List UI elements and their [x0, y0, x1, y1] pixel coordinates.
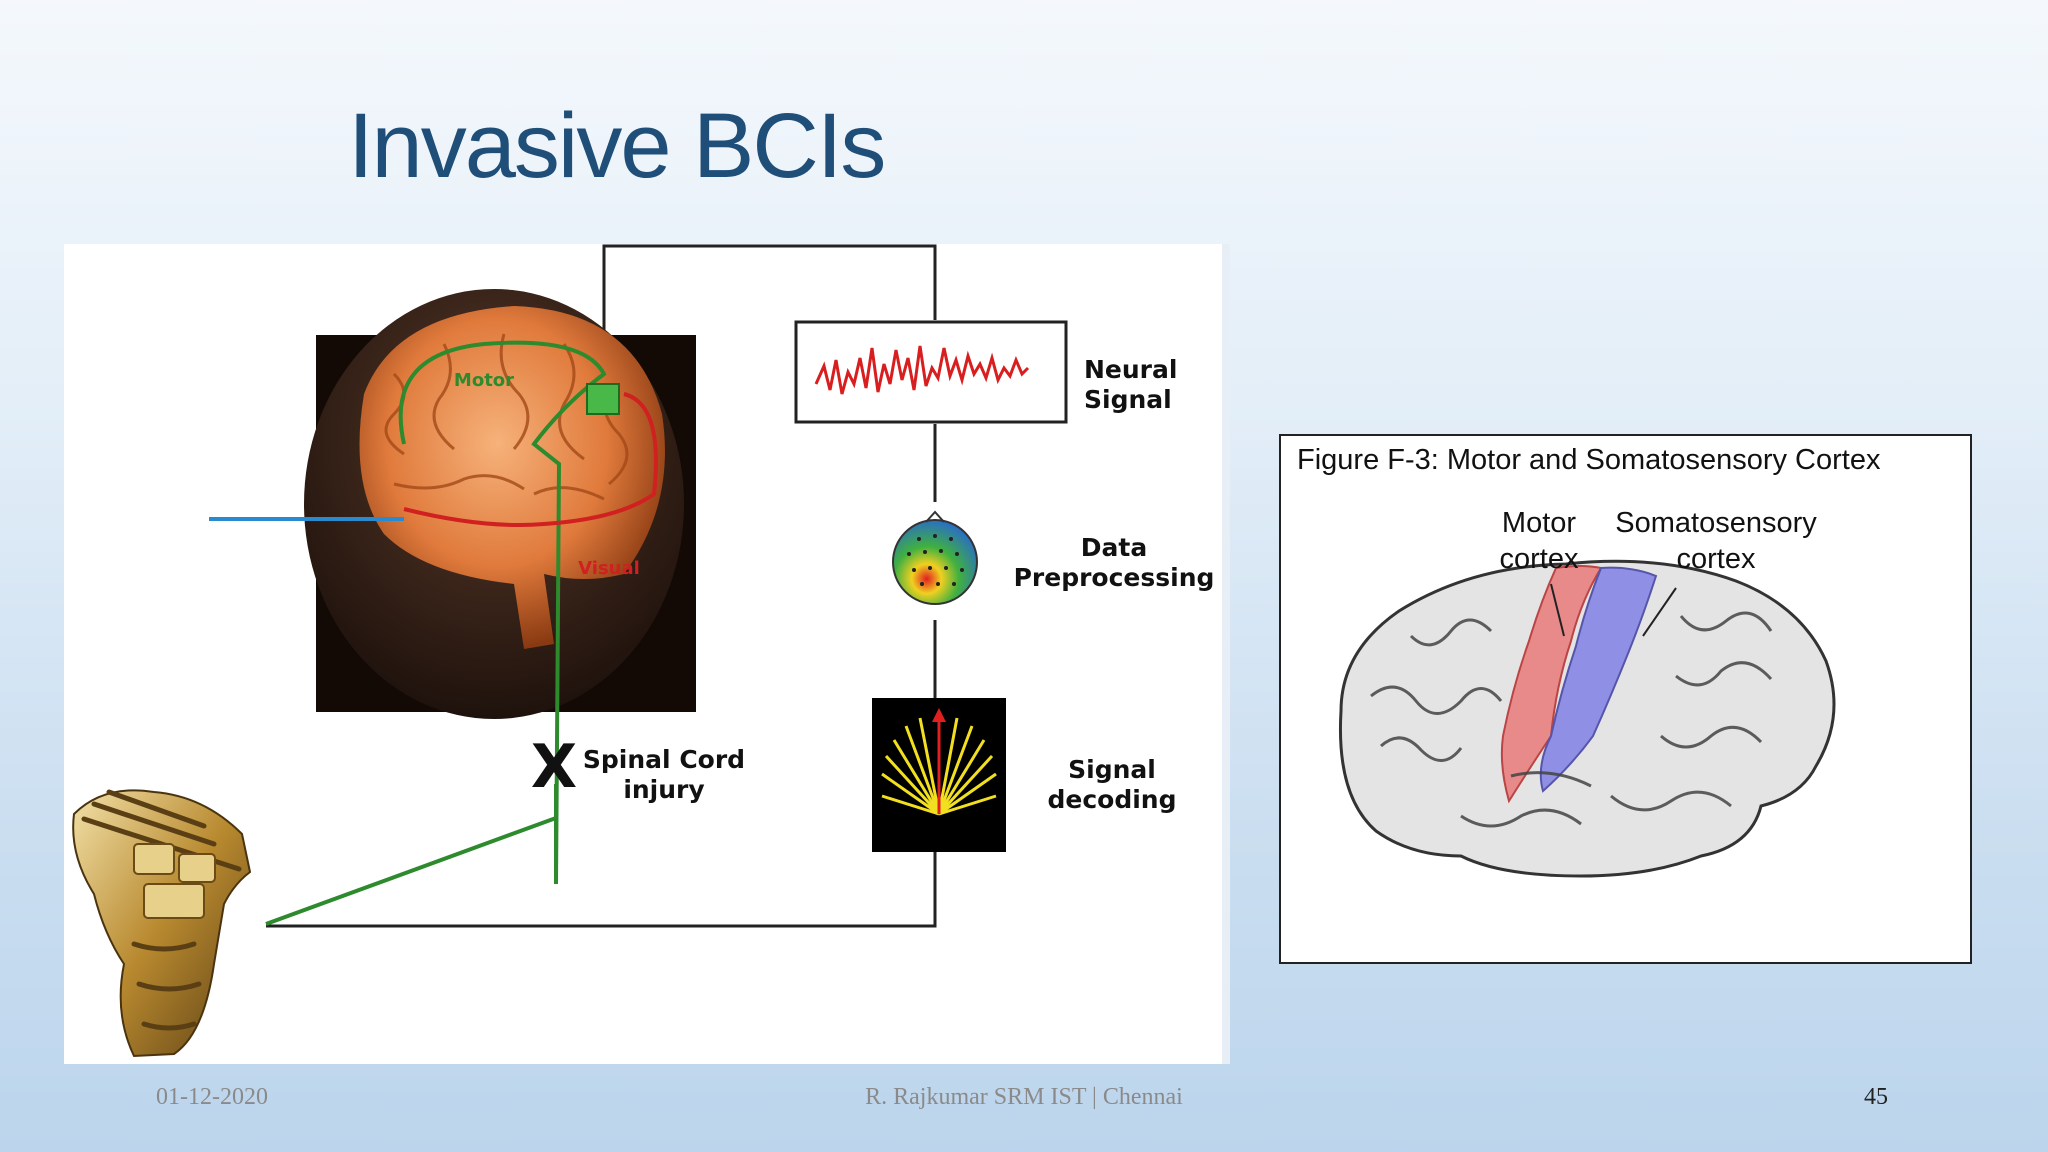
spinal-output-line — [265, 814, 558, 926]
bci-system-diagram: Motor Visual Neural Signal Data — [64, 244, 1230, 1064]
somatosensory-cortex-label-line1: Somatosensory — [1615, 507, 1817, 539]
injury-label-line2: injury — [623, 775, 704, 804]
brain-image: Motor Visual — [304, 289, 696, 885]
motor-area-label: Motor — [454, 370, 514, 391]
signal-decoding-icon — [872, 698, 1006, 852]
robotic-hand-image — [72, 789, 252, 1058]
motor-cortex-region — [1500, 565, 1603, 804]
data-preprocessing-label-line2: Preprocessing — [1014, 563, 1215, 592]
motor-cortex-label-line2: cortex — [1500, 543, 1579, 575]
somatosensory-cortex-region — [1539, 566, 1658, 793]
page-number: 45 — [1864, 1084, 1888, 1110]
neural-signal-box — [794, 320, 1068, 424]
neural-signal-label-line2: Signal — [1084, 385, 1172, 414]
cortex-figure: Figure F-3: Motor and Somatosensory Cort… — [1279, 434, 1972, 964]
cortex-figure-title: Figure F-3: Motor and Somatosensory Cort… — [1297, 444, 1881, 476]
signal-path-lines — [266, 244, 937, 928]
slide-title: Invasive BCIs — [348, 95, 886, 197]
data-preprocessing-label-line1: Data — [1081, 533, 1147, 562]
footer-author: R. Rajkumar SRM IST | Chennai — [865, 1084, 1183, 1110]
visual-area-label: Visual — [578, 558, 640, 579]
neural-waveform — [814, 345, 1030, 395]
signal-decoding-label-line1: Signal — [1068, 755, 1156, 784]
somatosensory-cortex-label-line2: cortex — [1677, 543, 1756, 575]
bci-diagram-svg: Motor Visual Neural Signal Data — [72, 244, 1215, 1058]
motor-cortex-label-line1: Motor — [1502, 507, 1576, 539]
brain-gyri — [1370, 611, 1773, 828]
neural-signal-label-line1: Neural — [1084, 355, 1177, 384]
injury-x-mark: X — [531, 732, 577, 802]
footer-date: 01-12-2020 — [156, 1084, 268, 1110]
cortex-figure-svg: Motor cortex Somatosensory cortex — [1338, 507, 1836, 878]
signal-decoding-label-line2: decoding — [1047, 785, 1176, 814]
injury-label-line1: Spinal Cord — [583, 745, 745, 774]
eeg-topography-icon — [892, 510, 978, 605]
